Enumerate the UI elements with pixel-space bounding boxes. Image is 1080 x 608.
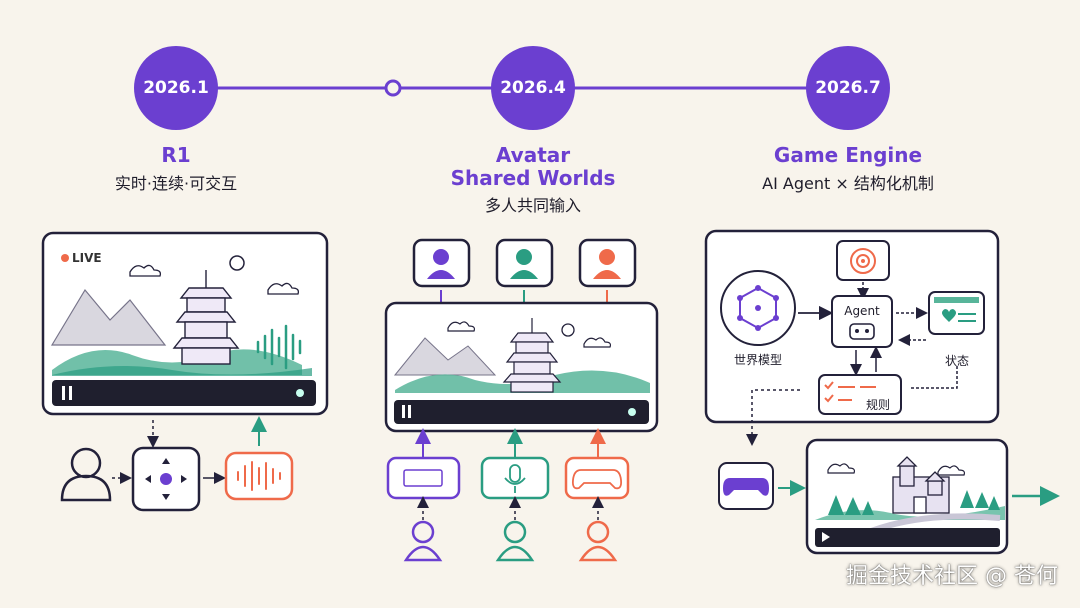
milestone-subtitle-3: AI Agent × 结构化机制 [762, 174, 934, 193]
user-orange-icon [578, 520, 618, 562]
milestone-title-2-line2: Shared Worlds [450, 166, 616, 190]
gamepad-icon [564, 456, 630, 500]
panel-3-output [718, 389, 1060, 555]
user-teal-icon [495, 520, 535, 562]
pause-icon [402, 405, 405, 418]
user-icon [70, 447, 102, 479]
milestone-node-1 [134, 46, 218, 130]
live-dot [61, 254, 69, 262]
milestone-title-2-line1: Avatar [495, 143, 571, 167]
milestone-title-3: Game Engine [773, 143, 923, 167]
milestone-date-3: 2026.7 [815, 78, 881, 98]
world-model-label: 世界模型 [733, 353, 782, 367]
pause-icon [62, 386, 65, 400]
cloud-icon [267, 282, 300, 295]
pagoda-icon [172, 270, 240, 365]
milestone-date-2: 2026.4 [500, 78, 566, 98]
panel-2-inputs [386, 428, 630, 562]
milestone-node-3 [806, 46, 890, 130]
moon-icon [229, 255, 245, 271]
panel-1-controls [60, 416, 294, 512]
rules-checklist-icon [818, 374, 902, 415]
milestone-date-1: 2026.1 [143, 78, 209, 98]
milestone-title-1: R1 [161, 143, 191, 167]
sound-wave-icon [256, 324, 302, 370]
milestone-subtitle-1: 实时·连续·可交互 [114, 174, 238, 193]
play-icon [822, 532, 830, 542]
pagoda-icon [502, 318, 562, 393]
rules-label: 规则 [865, 398, 890, 412]
panel-2-shared-video [384, 301, 659, 433]
robot-icon [849, 323, 875, 340]
cloud-icon [447, 321, 476, 332]
tree-icons [828, 490, 1000, 515]
agent-robot-box [831, 295, 893, 348]
keyboard-icon [386, 456, 461, 500]
cloud-icon [827, 463, 856, 474]
live-badge: LIVE [72, 251, 102, 265]
timeline-midpoint [384, 79, 402, 97]
user-purple-icon [403, 520, 443, 562]
milestone-node-2 [491, 46, 575, 130]
moon-icon [561, 323, 575, 337]
state-label: 状态 [944, 354, 969, 368]
cloud-icon [129, 264, 162, 277]
watermark: 掘金技术社区 @ 苍何 [846, 564, 1058, 589]
mountain-shape [50, 288, 167, 346]
castle-icon [892, 456, 950, 514]
panel-3-engine [704, 229, 1000, 424]
panel-2-users [412, 238, 637, 324]
timeline [134, 46, 890, 130]
milestone-subtitle-2: 多人共同输入 [484, 196, 581, 215]
panel-1-video [41, 231, 329, 416]
agent-label: Agent [844, 304, 880, 318]
